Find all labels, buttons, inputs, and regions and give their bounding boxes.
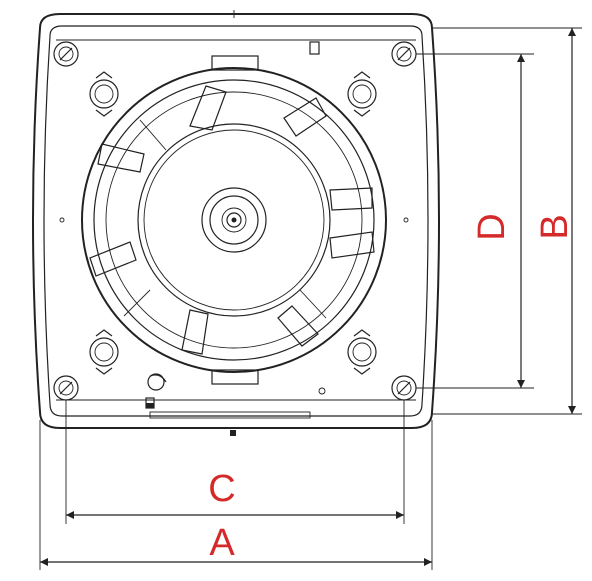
clip-bottom-right [347, 329, 377, 375]
clip-top-right [347, 71, 377, 117]
front-panel [32, 10, 440, 436]
indicator-window [309, 41, 320, 55]
clip-top-left [89, 71, 119, 117]
bottom-slot [149, 411, 311, 419]
fan-housing [81, 55, 387, 385]
motor [137, 123, 331, 317]
cord-switch [145, 373, 167, 409]
dimension-label-c: C [208, 468, 235, 510]
dimension-label-a: A [209, 522, 235, 564]
screw-bottom-left [53, 375, 79, 401]
dimension-label-d: D [471, 213, 513, 240]
screw-bottom-right [391, 375, 417, 401]
clip-bottom-left [89, 329, 119, 375]
screw-top-left [53, 41, 79, 67]
screw-top-right [391, 41, 417, 67]
fan-blades [89, 85, 375, 355]
extension-lines [39, 27, 582, 570]
dimension-label-b: B [534, 214, 576, 239]
pin-hole [318, 387, 326, 395]
